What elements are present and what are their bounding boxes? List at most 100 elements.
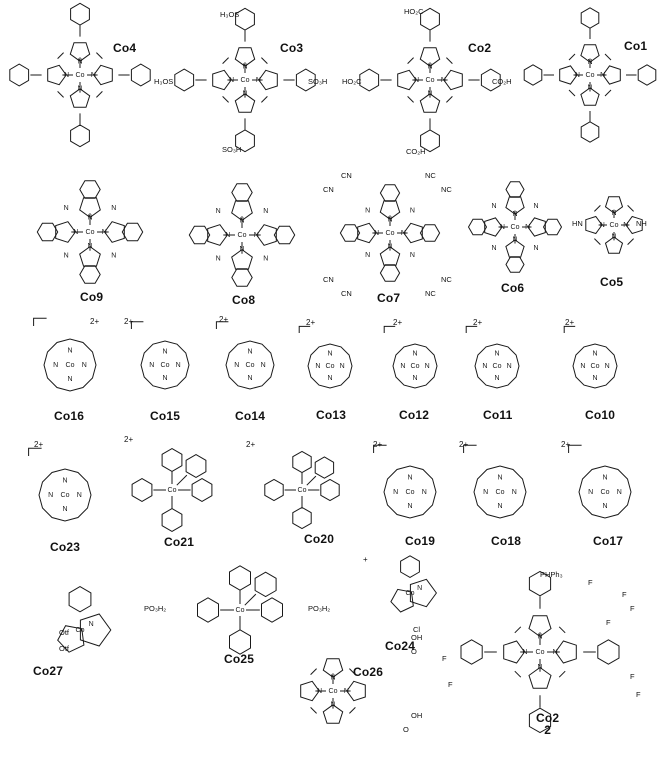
- co26-sub-o-top: O: [411, 647, 417, 656]
- pyridine-ring: [314, 456, 335, 479]
- pyrrole-ring: [419, 47, 441, 67]
- pyrrole-ring: [580, 87, 600, 106]
- co25-sub-right: PO₃H₂: [308, 604, 331, 613]
- benzo-ring: [379, 264, 401, 282]
- nitrogen-atom: N: [62, 506, 67, 513]
- pyrrole-ring: [397, 69, 417, 91]
- pyridine-ring: [229, 565, 251, 591]
- benzo-ring: [231, 183, 253, 202]
- molecule-co21: Co 2+ Co21: [110, 435, 235, 555]
- co22-sub-f-4: F: [606, 618, 611, 627]
- benzo-ring: [79, 265, 101, 284]
- pyridine-ring: [161, 448, 183, 472]
- nitrogen-atom: N: [102, 229, 107, 236]
- pyrrole-ring: [79, 245, 101, 267]
- nitrogen-atom: N: [67, 348, 72, 355]
- co27-sub-otf-2: Otf: [59, 644, 70, 653]
- meso-nitrogen: N: [111, 253, 116, 260]
- aryl-ring: [597, 639, 620, 665]
- n-co-bond: [244, 593, 257, 606]
- nitrogen-atom: N: [407, 503, 412, 510]
- co2-sub-right: CO₂H: [492, 77, 512, 86]
- cobalt-atom: Co: [241, 77, 250, 84]
- co10-label: Co10: [585, 408, 616, 422]
- benzo-ring: [542, 218, 563, 236]
- aryl-ring: [235, 129, 255, 153]
- pyrrole-ring: [527, 217, 546, 237]
- pyrrole-ring: [419, 93, 441, 113]
- nitrogen-atom: N: [67, 376, 72, 383]
- meso-bond: [407, 57, 414, 64]
- meso-nitrogen: N: [263, 256, 268, 263]
- co3-sub-top: H₃OS: [220, 10, 240, 19]
- meso-bond: [310, 668, 317, 675]
- nitrogen-atom: N: [393, 489, 398, 496]
- co10-charge: 2+: [565, 318, 575, 327]
- co16-charge: 2+: [90, 317, 100, 326]
- nitrogen-atom: N: [611, 210, 616, 217]
- nitrogen-atom: N: [592, 351, 597, 358]
- cobalt-atom: Co: [76, 627, 85, 634]
- pyridine-ring: [197, 597, 219, 623]
- benzo-ring: [121, 222, 144, 242]
- meso-nitrogen: N: [533, 245, 538, 252]
- pyridine-ring: [400, 555, 420, 578]
- nitrogen-atom: N: [425, 363, 430, 370]
- nitrogen-atom: N: [441, 77, 446, 84]
- co9-label: Co9: [80, 290, 104, 304]
- pyrrole-ring: [528, 615, 552, 638]
- meso-bond: [558, 670, 566, 678]
- co12-charge: 2+: [393, 318, 403, 327]
- meso-nitrogen: N: [111, 205, 116, 212]
- meso-bond: [407, 96, 414, 103]
- meso-bond: [594, 205, 601, 212]
- co18-charge: 2+: [459, 440, 469, 449]
- nitrogen-atom: N: [401, 230, 406, 237]
- meso-bond: [446, 96, 453, 103]
- cobalt-atom: Co: [601, 489, 610, 496]
- nitrogen-atom: N: [149, 362, 154, 369]
- charge-bracket: [463, 444, 477, 453]
- nitrogen-atom: N: [77, 492, 82, 499]
- macrocycle-ring: [43, 338, 97, 392]
- co24-label: Co24: [385, 639, 416, 653]
- nitrogen-atom: N: [315, 363, 320, 370]
- macrocycle-ring: [474, 343, 520, 389]
- co26-label: Co26: [353, 665, 384, 679]
- nitrogen-atom: N: [497, 475, 502, 482]
- co24-structure: CoN: [390, 555, 438, 613]
- pyrrole-ring: [69, 42, 91, 62]
- pyridine-ring: [131, 478, 153, 502]
- cobalt-atom: Co: [329, 688, 338, 695]
- cobalt-atom: Co: [511, 224, 520, 231]
- nitrogen-atom: N: [256, 77, 261, 84]
- co3-sub-left: H₃OS: [154, 77, 174, 86]
- nitrogen-atom: N: [340, 363, 345, 370]
- co4-label: Co4: [113, 41, 137, 55]
- co5-sub-nh: NH: [636, 219, 647, 228]
- pyridine-ring: [261, 597, 283, 623]
- nitrogen-atom: N: [588, 489, 593, 496]
- pyrrole-ring: [231, 200, 253, 222]
- pyrrole-ring: [255, 224, 277, 246]
- cobalt-atom: Co: [493, 363, 502, 370]
- co7-label: Co7: [377, 291, 401, 305]
- cobalt-atom: Co: [236, 607, 245, 614]
- co24-sub-cl: Cl: [413, 625, 421, 634]
- co26-sub-o-bottom: O: [403, 725, 409, 734]
- co20-charge: 2+: [246, 440, 256, 449]
- pyrrole-ring: [103, 221, 125, 243]
- co7-sub-8: CN: [341, 289, 352, 298]
- nitrogen-atom: N: [605, 363, 610, 370]
- pyrrole-ring: [585, 215, 603, 235]
- pyrrole-ring: [559, 65, 578, 85]
